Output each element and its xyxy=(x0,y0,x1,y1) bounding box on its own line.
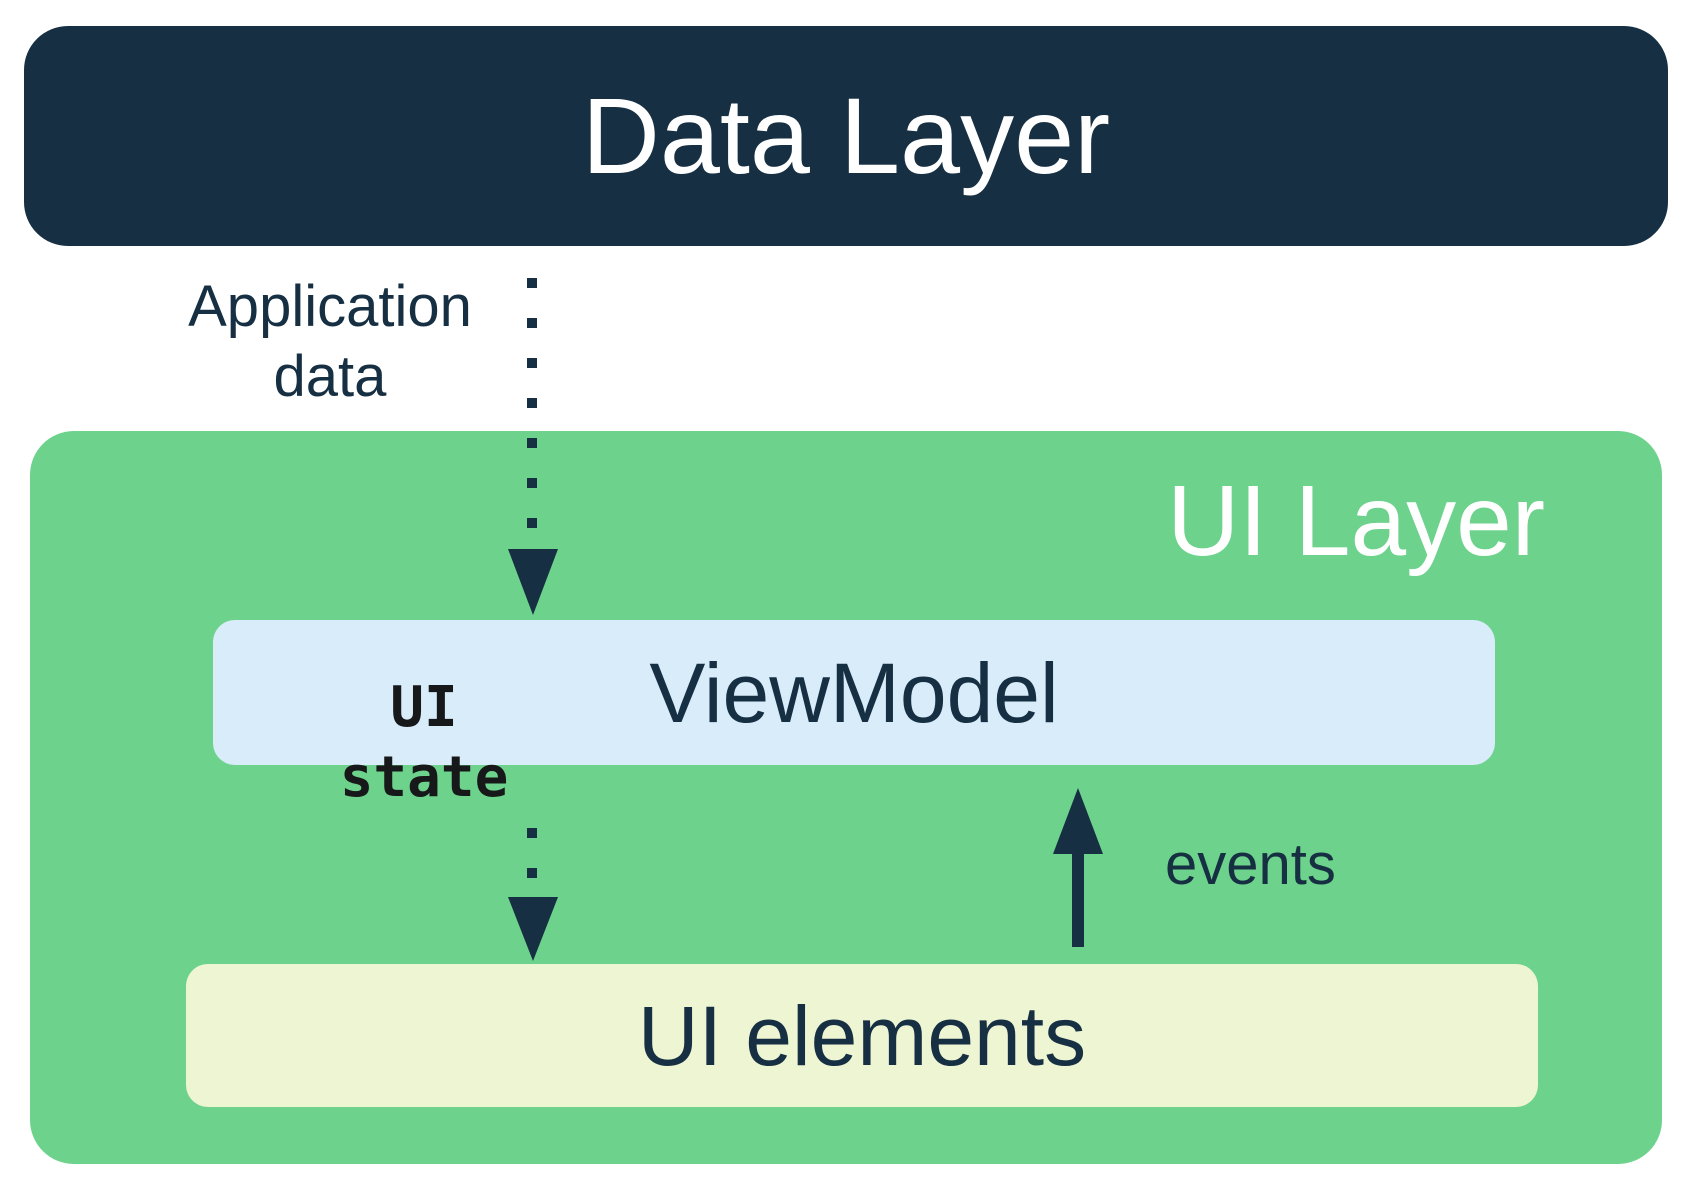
data-layer-label: Data Layer xyxy=(581,75,1111,196)
viewmodel-label: ViewModel xyxy=(649,645,1059,740)
ui-elements-box: UI elements xyxy=(186,964,1538,1107)
events-label: events xyxy=(1165,832,1336,897)
ui-layer-label: UI Layer xyxy=(1167,465,1545,577)
ui-state-chip: UI state xyxy=(339,674,509,810)
viewmodel-box: ViewModel xyxy=(213,620,1495,765)
application-data-label: Application data xyxy=(188,274,472,409)
data-layer-box: Data Layer xyxy=(24,26,1668,246)
ui-elements-label: UI elements xyxy=(637,988,1087,1083)
